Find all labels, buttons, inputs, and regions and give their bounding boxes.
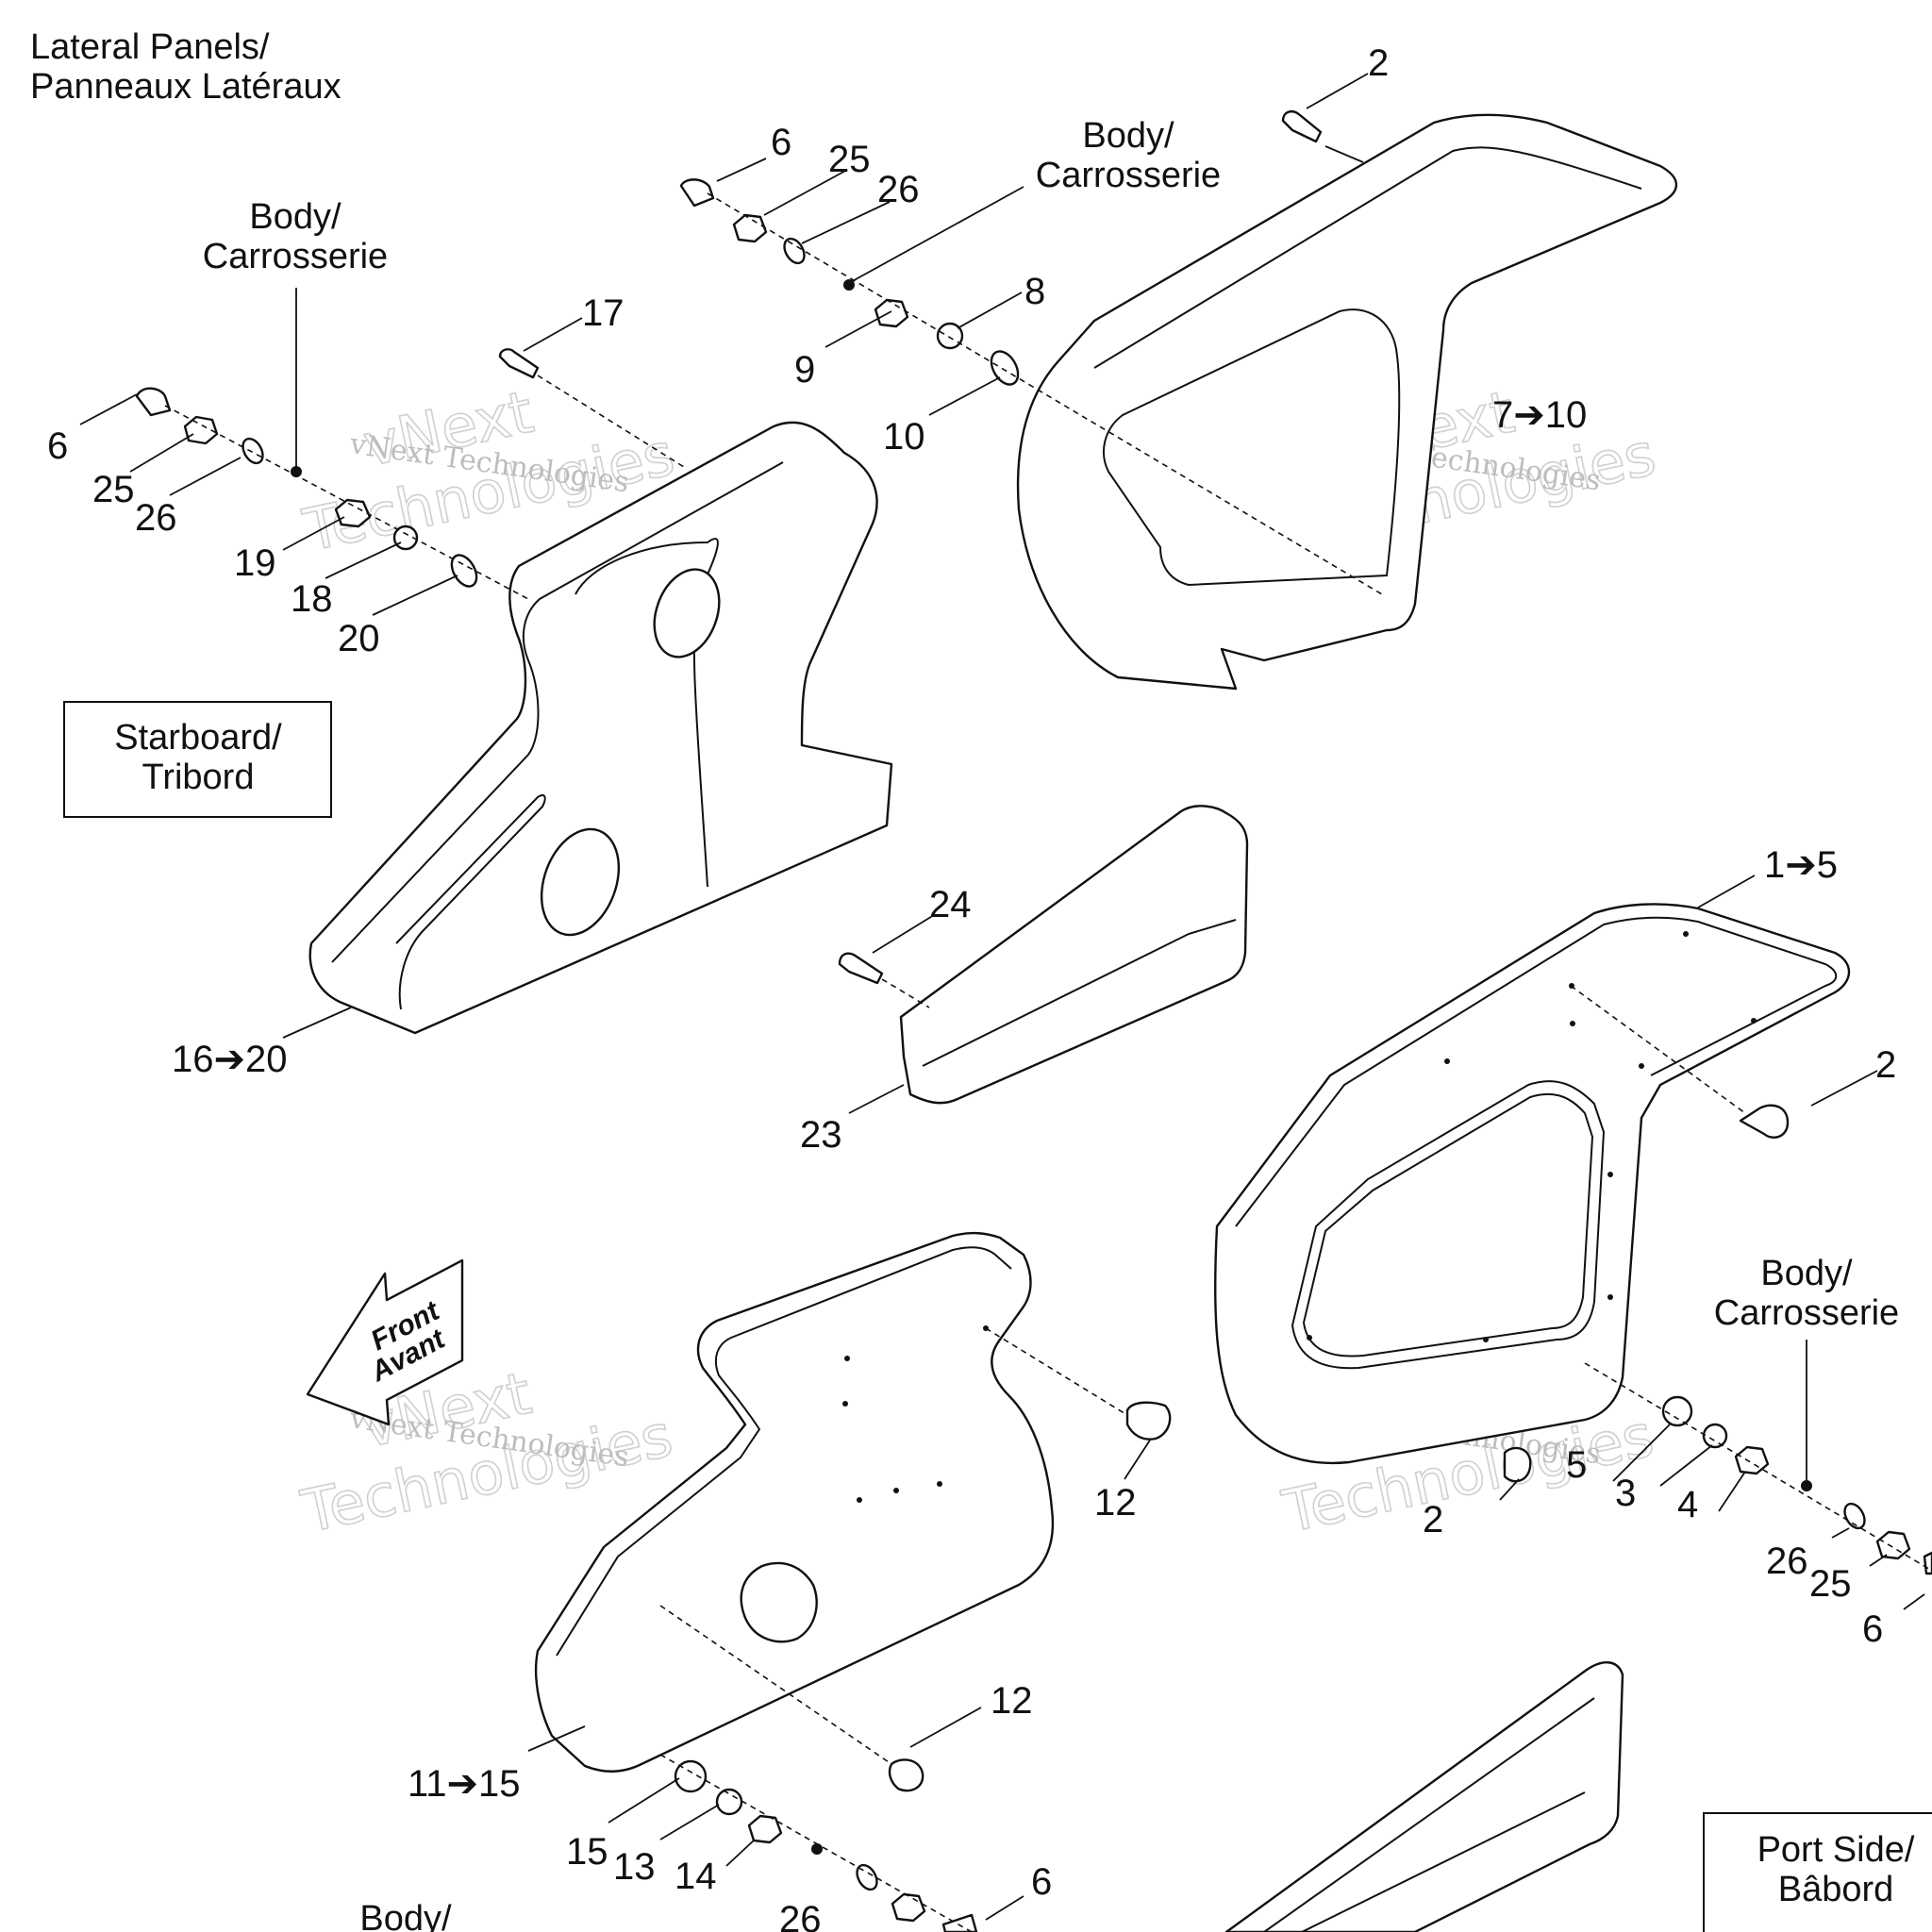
- port-outer-panel: [1224, 1661, 1624, 1932]
- callout-13: 13: [613, 1846, 656, 1888]
- starboard-label-line2: Tribord: [142, 758, 255, 797]
- callout-26-mid: 26: [877, 169, 920, 210]
- starboard-inner-panel: [534, 1231, 1055, 1773]
- callout-25-right: 25: [1809, 1563, 1852, 1605]
- callout-5: 5: [1566, 1444, 1587, 1486]
- callout-1-5: 1➔5: [1764, 844, 1838, 886]
- diagram-title-line2: Panneaux Latéraux: [30, 67, 341, 107]
- callout-6-right: 6: [1862, 1608, 1883, 1650]
- callout-14: 14: [675, 1856, 717, 1897]
- callout-2-right: 2: [1875, 1044, 1896, 1086]
- callout-20: 20: [338, 618, 380, 659]
- callout-16-20: 16➔20: [172, 1039, 288, 1080]
- callout-2-top: 2: [1368, 42, 1389, 84]
- callout-6-left: 6: [47, 425, 68, 467]
- starboard-label-line1: Starboard/: [114, 718, 282, 758]
- body-label-top-line1: Body/: [1082, 116, 1174, 156]
- port-section-box: Port Side/ Bâbord: [1703, 1812, 1932, 1932]
- callout-9: 9: [794, 349, 815, 391]
- callout-2-lower: 2: [1423, 1499, 1443, 1541]
- callout-25-mid: 25: [828, 139, 871, 180]
- port-label-line2: Bâbord: [1778, 1870, 1894, 1909]
- callout-18: 18: [291, 578, 333, 620]
- body-label-left-line2: Carrosserie: [203, 237, 388, 276]
- body-label-bottom-line1: Body/: [359, 1899, 452, 1932]
- callout-7-10: 7➔10: [1492, 394, 1587, 436]
- diagram-title-line1: Lateral Panels/: [30, 27, 270, 67]
- body-label-left-line1: Body/: [249, 197, 341, 237]
- callout-11-15: 11➔15: [408, 1763, 521, 1805]
- starboard-upper-panel: [1016, 113, 1678, 691]
- callout-3: 3: [1615, 1473, 1636, 1514]
- port-label-line1: Port Side/: [1757, 1830, 1915, 1870]
- callout-19: 19: [234, 542, 276, 584]
- callout-25-left: 25: [92, 469, 135, 510]
- callout-26-left: 26: [135, 497, 177, 539]
- callout-24: 24: [929, 884, 972, 925]
- callouts: 2 6 25 26 8 9 10 7➔10 17 6 25 26 19 18 2…: [47, 42, 1896, 1932]
- callout-8: 8: [1024, 271, 1045, 312]
- body-label-top-line2: Carrosserie: [1036, 156, 1221, 195]
- starboard-section-box: Starboard/ Tribord: [63, 701, 332, 818]
- callout-6-mid: 6: [771, 122, 791, 163]
- starboard-outer-panel: [308, 421, 893, 1035]
- callout-4: 4: [1677, 1484, 1698, 1525]
- callout-26-right: 26: [1766, 1541, 1808, 1582]
- callout-12-upper: 12: [1094, 1482, 1137, 1524]
- body-label-right-line1: Body/: [1760, 1254, 1853, 1293]
- fasteners: [135, 109, 1932, 1932]
- body-label-right-line2: Carrosserie: [1714, 1293, 1899, 1333]
- small-cover-panel: [899, 805, 1249, 1105]
- callout-17: 17: [582, 292, 625, 334]
- callout-12-lower: 12: [991, 1680, 1033, 1722]
- port-inner-panel: [1214, 903, 1851, 1465]
- callout-10: 10: [883, 416, 925, 458]
- leader-lines: [79, 73, 1925, 1921]
- callout-23: 23: [800, 1114, 842, 1156]
- callout-15: 15: [566, 1831, 608, 1873]
- callout-6-bottom: 6: [1031, 1861, 1052, 1903]
- callout-26-bottom: 26: [779, 1899, 822, 1932]
